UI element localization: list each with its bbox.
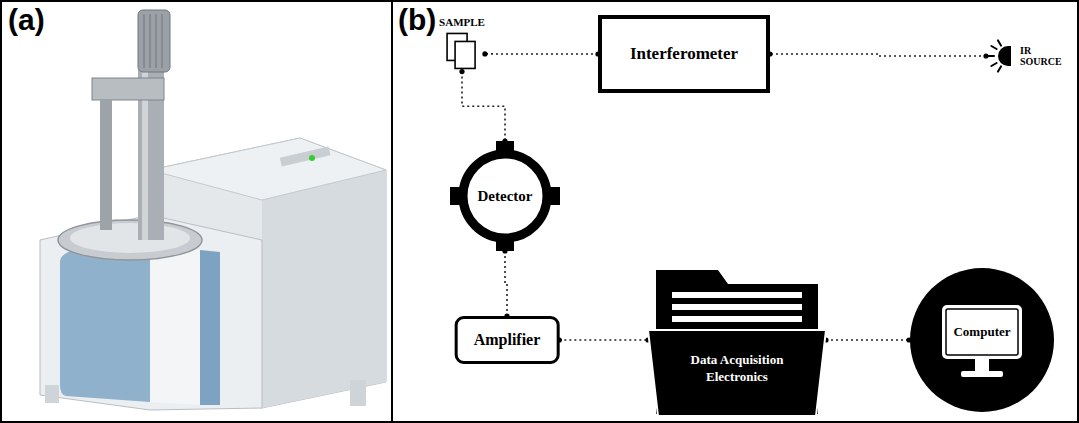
panel-divider bbox=[391, 1, 393, 422]
screen-label: Computer bbox=[953, 324, 1010, 340]
computer-circle: Computer bbox=[909, 267, 1055, 413]
panel-letter: (b) bbox=[398, 5, 436, 35]
instrument-foot bbox=[350, 380, 366, 406]
dotted-connector bbox=[826, 339, 909, 341]
instrument-body bbox=[150, 138, 386, 408]
sample-plate bbox=[58, 220, 202, 260]
folder-shape bbox=[648, 264, 826, 416]
connector-end-dot bbox=[482, 51, 487, 56]
detector-circle: Detector bbox=[450, 141, 560, 251]
status-led bbox=[309, 155, 315, 161]
box-label: Interferometer bbox=[630, 44, 738, 64]
dotted-connector bbox=[770, 54, 986, 56]
sample-node: SAMPLE bbox=[439, 16, 485, 71]
status-panel bbox=[280, 146, 331, 166]
blue-front-panel bbox=[60, 246, 150, 402]
instrument-top-face bbox=[150, 138, 386, 200]
dotted-connector bbox=[505, 251, 507, 316]
interferometer-box: Interferometer bbox=[598, 15, 770, 93]
instrument-side-face bbox=[262, 170, 386, 408]
label-holder: IR SOURCE bbox=[1020, 45, 1070, 68]
instrument-foot bbox=[45, 385, 59, 403]
knurled-knob bbox=[138, 10, 170, 72]
front-strip bbox=[150, 246, 200, 405]
dotted-connector bbox=[559, 339, 648, 341]
sample-icon bbox=[445, 32, 479, 72]
amplifier-box: Amplifier bbox=[455, 316, 560, 364]
pressure-rod bbox=[100, 100, 112, 230]
computer-icon bbox=[909, 267, 1055, 413]
sample-plate-top bbox=[70, 223, 190, 253]
box-label: Amplifier bbox=[474, 331, 541, 349]
knob-knurling bbox=[144, 14, 162, 68]
blue-strip bbox=[200, 250, 220, 405]
panel-letter: (a) bbox=[8, 5, 45, 35]
ir-source-node: IR SOURCE bbox=[986, 38, 1070, 74]
spectrometer-photo bbox=[40, 10, 386, 410]
dotted-connector bbox=[462, 72, 505, 141]
label-holder: Computer bbox=[942, 305, 1022, 359]
sample-module bbox=[40, 215, 262, 410]
ir-source-icon bbox=[986, 38, 1016, 74]
data-acquisition-folder: Data Acquisition Electronics bbox=[648, 264, 826, 416]
connector-end-dot bbox=[459, 69, 464, 74]
node-label: SAMPLE bbox=[439, 16, 485, 28]
node-label: IR SOURCE bbox=[1020, 45, 1070, 68]
label-holder: Data Acquisition Electronics bbox=[648, 352, 826, 386]
dotted-connector bbox=[485, 53, 598, 55]
circle-label: Detector bbox=[478, 188, 533, 205]
pressure-arm bbox=[92, 78, 164, 100]
folder-label: Data Acquisition Electronics bbox=[666, 352, 808, 386]
